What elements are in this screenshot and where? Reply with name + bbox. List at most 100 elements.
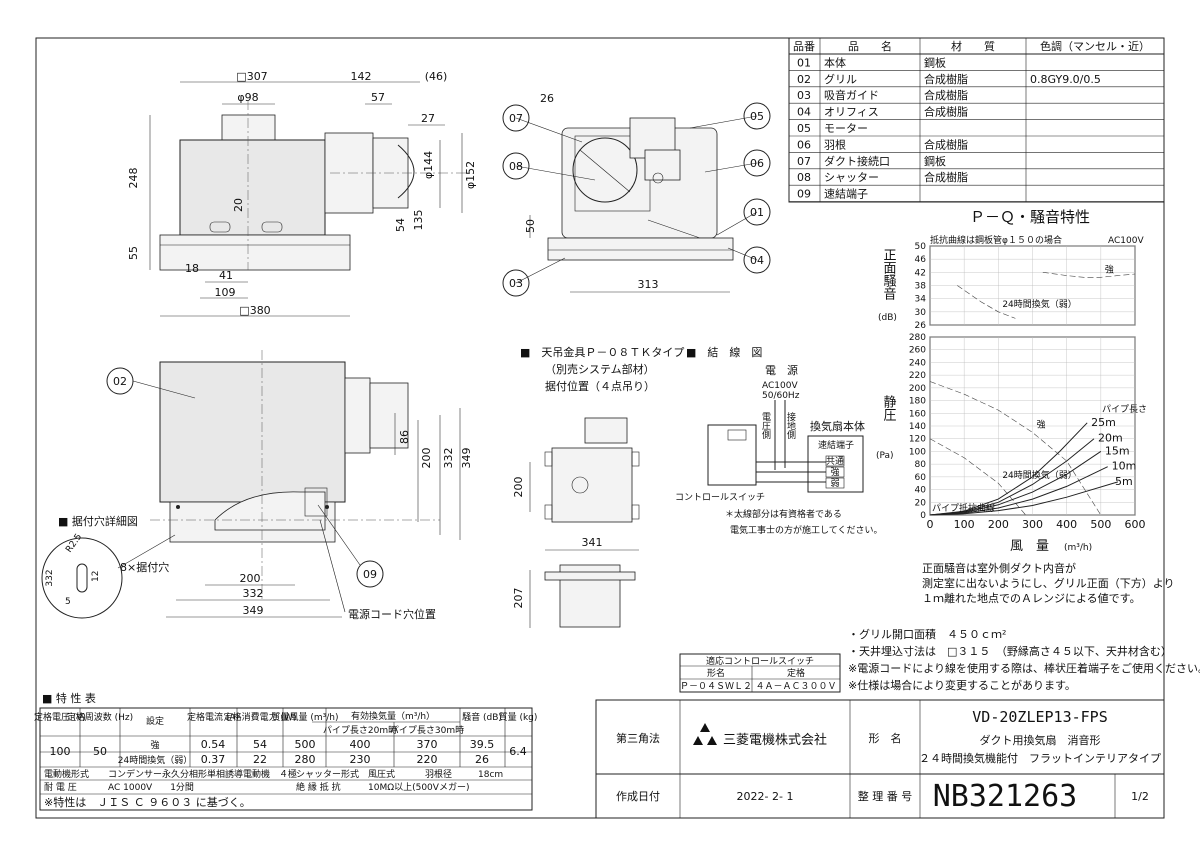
wiring-unit: 換気扇本体 (810, 419, 865, 433)
iso-callout-circle-07 (502, 104, 530, 132)
char-h-power: 定格消費電力 (W) (224, 711, 297, 723)
char-blade: 18cm (478, 770, 503, 780)
bv-dim-349b: 349 (243, 604, 264, 617)
pressure-axis-label: 静圧 (881, 395, 897, 421)
x-tick-0: 0 (927, 518, 934, 531)
x-tick-300: 300 (1022, 518, 1043, 531)
parts-cell-r6-c2: 鋼板 (924, 154, 946, 168)
iso-callout-circle-04 (743, 246, 771, 274)
pressure-tick-160: 160 (909, 409, 926, 419)
char-h-mass: 質量 (kg) (499, 711, 538, 723)
resistance-label-25m: 25m (1091, 416, 1116, 429)
iso-dim-313: 313 (638, 278, 659, 291)
pressure-tick-240: 240 (909, 358, 926, 368)
dim-135: 135 (412, 210, 425, 231)
parts-cell-r0-c2: 鋼板 (924, 55, 946, 69)
char-h-freq: 定格周波数 (Hz) (67, 711, 133, 723)
parts-cell-r5-c0: 06 (797, 138, 811, 151)
wiring-note2: 電気工事士の方が施工してください。 (730, 524, 882, 536)
dim-380: □380 (239, 304, 270, 317)
pq-series-label-0: 強 (1037, 418, 1046, 430)
wiring-note1: ＊太線部分は有資格者である (725, 508, 842, 520)
char-h-voltage: 定格電圧 (V) (34, 711, 86, 723)
char-motor-label: 電動機形式 (44, 768, 89, 780)
pressure-tick-40: 40 (915, 486, 927, 496)
char-cell-r0-c2: 54 (253, 738, 267, 751)
parts-cell-r1-c3: 0.8GY9.0/0.5 (1030, 73, 1101, 86)
pq-chart: Ｐ－Ｑ・騒音特性 抵抗曲線は鋼板管φ１５０の場合 AC100V 正面騒音 (dB… (876, 208, 1147, 554)
model-desc2: ２４時間換気機能付 フラットインテリアタイプ (919, 751, 1161, 765)
noise-tick-38: 38 (915, 282, 927, 292)
x-tick-400: 400 (1056, 518, 1077, 531)
parts-header-material: 材 質 (951, 39, 995, 53)
callout-09: 09 (363, 568, 377, 581)
char-motor: コンデンサー永久分相形単相誘導電動機 ４極 (108, 768, 297, 780)
char-cell-r0-c6: 39.5 (470, 738, 495, 751)
char-footnote: ※特性は ＪＩＳ Ｃ ９６０３ に基づく。 (44, 795, 251, 809)
dim-55: 55 (127, 246, 140, 260)
dim-248: 248 (127, 168, 140, 189)
wiring-ground-side: 接地側 (785, 411, 796, 439)
detail-dim-332: 332 (45, 569, 55, 586)
wiring-common: 共通 (826, 456, 844, 467)
char-h-noise: 騒音 (dB) (462, 711, 502, 723)
iso-callout-circle-08 (502, 152, 530, 180)
mitsubishi-logo-icon (693, 723, 717, 745)
note-noise3: １ｍ離れた地点でのＡレンジによる値です。 (922, 591, 1141, 605)
hanger-title: ■ 天吊金具Ｐ－０８ＴＫタイプ (520, 345, 684, 359)
bv-dim-332b: 332 (243, 587, 264, 600)
company-name: 三菱電機株式会社 (723, 732, 827, 748)
detail-title: ■ 据付穴詳細図 (58, 514, 138, 528)
pressure-tick-0: 0 (920, 511, 926, 521)
parts-cell-r6-c0: 07 (797, 155, 811, 168)
x-tick-200: 200 (988, 518, 1009, 531)
hanger-dim-341: 341 (582, 536, 603, 549)
drawing-number: NB321263 (933, 779, 1078, 814)
char-h-current: 定格電流 (A) (187, 711, 239, 723)
iso-dim-26: 26 (540, 92, 554, 105)
dim-18: 18 (185, 262, 199, 275)
parts-cell-r2-c0: 03 (797, 89, 811, 102)
pressure-tick-20: 20 (915, 498, 927, 508)
hanger-sub1: （別売システム部材） (545, 362, 655, 376)
pressure-axis-unit: (Pa) (876, 451, 894, 461)
projection: 第三角法 (616, 731, 660, 745)
pressure-tick-260: 260 (909, 346, 926, 356)
date-label: 作成日付 (616, 790, 660, 803)
date-value: 2022- 2- 1 (737, 790, 794, 803)
hanger-view: ■ 天吊金具Ｐ－０８ＴＫタイプ （別売システム部材） 据付位置（４点吊り） 20… (512, 345, 684, 628)
resistance-curve-20m (929, 438, 1095, 516)
char-cell-r0-c3: 500 (295, 738, 316, 751)
char-cell-r1-c1: 0.37 (201, 753, 226, 766)
iso-callout-circle-03 (502, 269, 530, 297)
noise-tick-26: 26 (915, 321, 927, 331)
switch-header-model: 形名 (707, 667, 725, 679)
dim-307: □307 (236, 70, 267, 83)
chart-top-note: 抵抗曲線は鋼板管φ１５０の場合 (930, 234, 1062, 246)
bv-dim-349: 349 (460, 448, 473, 469)
pressure-tick-220: 220 (909, 371, 926, 381)
hanger-dim-207: 207 (512, 588, 525, 609)
char-withstand: AC 1000V 1分間 (108, 782, 194, 793)
model-desc1: ダクト用換気扇 消音形 (980, 733, 1101, 747)
pipe-length-label: パイプ長さ (1102, 404, 1147, 415)
resistance-label-10m: 10m (1112, 460, 1137, 473)
iso-callout-leader-07 (515, 117, 583, 143)
dim-phi144: φ144 (422, 151, 435, 179)
parts-cell-r8-c0: 09 (797, 188, 811, 201)
x-tick-500: 500 (1090, 518, 1111, 531)
char-cell-r0-c5: 370 (417, 738, 438, 751)
mount-holes-label: 8×据付穴 (120, 560, 169, 574)
parts-cell-r5-c1: 羽根 (824, 137, 846, 151)
wiring-terminal: 速結端子 (818, 439, 854, 451)
dim-46: (46) (425, 70, 448, 83)
char-cell-r1-c2: 22 (253, 753, 267, 766)
char-voltage: 100 (50, 745, 71, 758)
resistance-label-20m: 20m (1098, 432, 1123, 445)
iso-callout-01: 01 (750, 206, 764, 219)
noise-series-label-0: 強 (1105, 263, 1114, 275)
iso-callout-07: 07 (509, 112, 523, 125)
